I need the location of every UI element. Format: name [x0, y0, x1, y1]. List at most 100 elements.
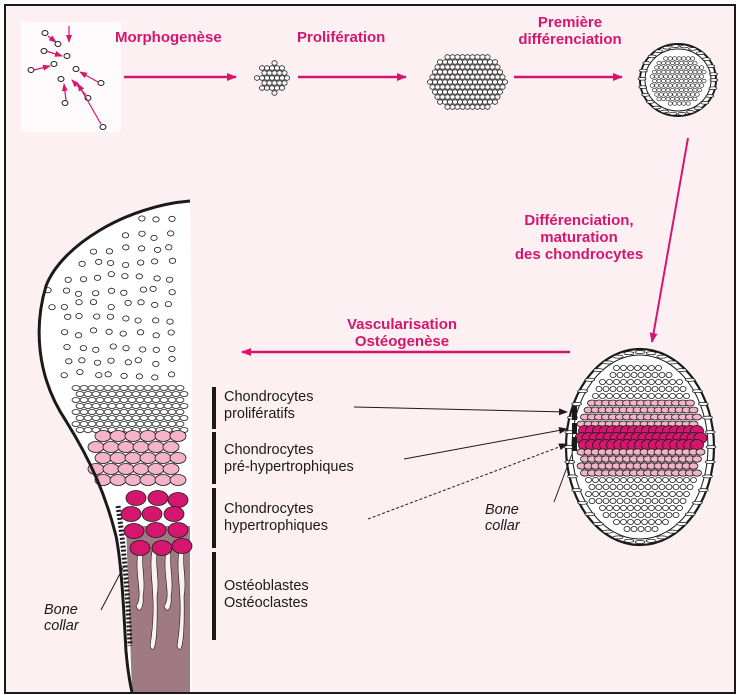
cell: [668, 66, 672, 70]
cell: [169, 258, 175, 263]
cell: [465, 85, 470, 90]
cell: [600, 505, 606, 510]
cell: [140, 431, 156, 442]
cell: [635, 519, 641, 524]
cell: [705, 431, 715, 434]
cell: [688, 79, 692, 83]
cell: [123, 245, 129, 250]
premiere-line1: Première: [512, 14, 628, 31]
cell: [80, 398, 88, 403]
cell: [272, 61, 277, 66]
prehyper-line1: Chondrocytes: [224, 442, 354, 459]
condensation-small: [254, 61, 289, 96]
cell: [691, 75, 695, 79]
cell: [169, 216, 175, 221]
cell: [589, 484, 595, 489]
cell: [691, 66, 695, 70]
cell: [655, 66, 659, 70]
cell: [445, 105, 450, 110]
cell: [100, 404, 108, 409]
cell: [123, 346, 129, 351]
cell: [669, 112, 677, 115]
cell: [160, 398, 168, 403]
cell: [675, 70, 679, 74]
cell: [470, 105, 475, 110]
cell: [92, 404, 100, 409]
cell: [447, 70, 452, 75]
cell: [475, 65, 480, 70]
cell: [663, 379, 669, 384]
hyper-line2: hypertrophiques: [224, 518, 328, 535]
cell: [689, 463, 698, 469]
cell: [675, 79, 679, 83]
vasc-line1: Vascularisation: [332, 316, 472, 333]
cell: [112, 398, 120, 403]
cell: [452, 100, 457, 105]
cell: [475, 55, 480, 60]
cell: [88, 386, 96, 391]
cell: [457, 70, 462, 75]
cell: [76, 416, 84, 421]
cell: [477, 60, 482, 65]
cell: [686, 66, 690, 70]
cell: [144, 422, 152, 427]
cell: [638, 77, 646, 80]
cell: [490, 85, 495, 90]
cell: [635, 491, 641, 496]
cell: [610, 372, 616, 377]
label-morphogenese: Morphogenèse: [115, 29, 222, 46]
cell: [168, 372, 174, 377]
cell: [168, 231, 174, 236]
cell: [470, 95, 475, 100]
cell: [264, 66, 269, 71]
cell: [480, 75, 485, 80]
cell: [455, 105, 460, 110]
cell: [435, 75, 440, 80]
label-chondrocytes-proliferatifs: Chondrocytes prolifératifs: [224, 389, 313, 423]
cell: [688, 61, 692, 65]
cell: [631, 512, 637, 517]
cell: [279, 66, 284, 71]
cell: [695, 84, 699, 88]
cell: [140, 347, 146, 352]
cell: [659, 512, 665, 517]
cell: [164, 404, 172, 409]
cell: [610, 386, 616, 391]
cell: [94, 314, 100, 319]
cell: [284, 76, 289, 81]
cell: [172, 539, 192, 554]
cell: [628, 379, 634, 384]
cell: [675, 61, 679, 65]
cell: [148, 404, 156, 409]
cell: [274, 86, 279, 91]
cell: [652, 79, 656, 83]
cell: [680, 484, 686, 489]
cell: [84, 392, 92, 397]
cell: [135, 358, 141, 363]
cell: [96, 410, 104, 415]
cell: [645, 512, 651, 517]
cell: [437, 60, 442, 65]
mesenchymal-cells: [21, 22, 121, 132]
cell: [666, 61, 670, 65]
cell: [682, 75, 686, 79]
cell: [649, 379, 655, 384]
cell: [176, 422, 184, 427]
cell: [64, 344, 70, 349]
cell: [638, 372, 644, 377]
cell: [497, 70, 502, 75]
cell: [460, 65, 465, 70]
cell: [272, 81, 277, 86]
cell: [657, 61, 661, 65]
cell: [440, 95, 445, 100]
cell: [108, 392, 116, 397]
cell: [79, 261, 85, 266]
cell: [455, 85, 460, 90]
cell: [144, 398, 152, 403]
cell: [656, 491, 662, 496]
cell: [688, 70, 692, 74]
cell: [490, 95, 495, 100]
cell: [450, 85, 455, 90]
cell: [153, 333, 159, 338]
cell: [139, 216, 145, 221]
